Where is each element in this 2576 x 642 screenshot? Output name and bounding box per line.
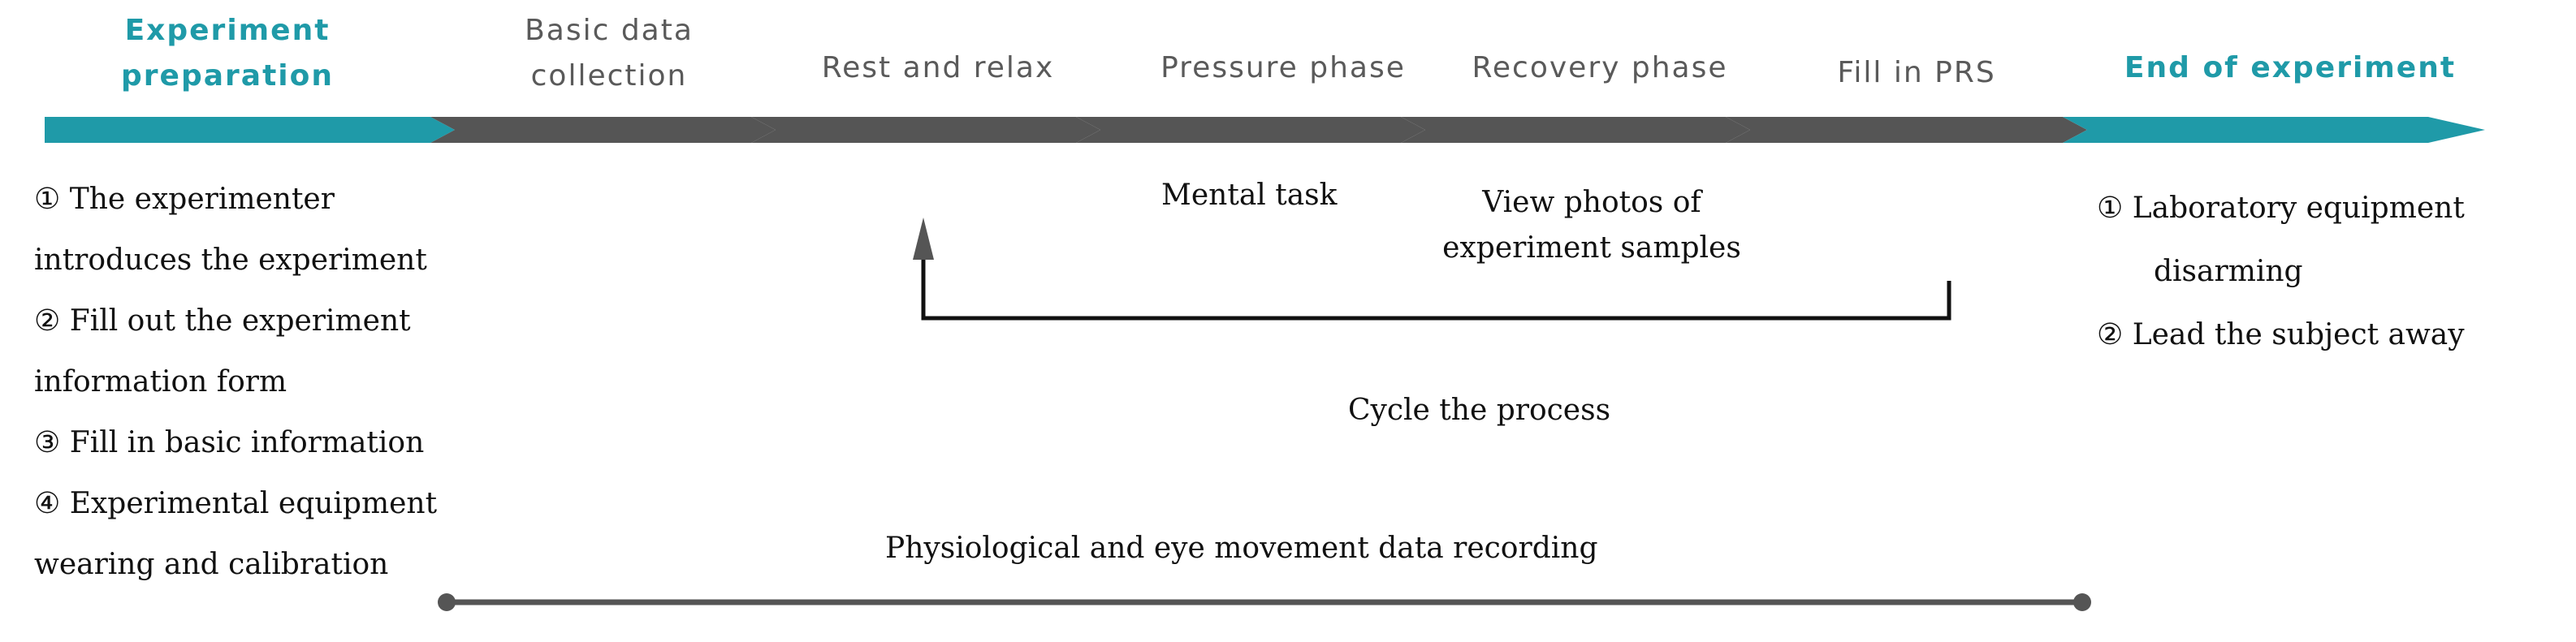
stage-label-line1: Basic data [525, 14, 694, 47]
list-item: ② Fill out the experiment [34, 304, 411, 338]
list-item: disarming [2154, 255, 2303, 288]
arrow-pressure-phase [1076, 117, 1425, 143]
pressure-phase-detail: Mental task [1161, 179, 1338, 212]
list-item: ④ Experimental equipment [34, 487, 438, 520]
stage-fill-in-prs: Fill in PRS [1795, 50, 2038, 96]
stage-pressure-phase: Pressure phase [1137, 45, 1429, 91]
arrow-fill-in-prs [1726, 117, 2087, 143]
list-item: ① The experimenter [34, 183, 335, 216]
stage-label-line1: Experiment [124, 14, 331, 47]
arrow-recovery-phase [1401, 117, 1750, 143]
stage-label-line2: collection [530, 59, 688, 93]
cycle-arrowhead [913, 218, 934, 260]
stage-label: Recovery phase [1472, 51, 1728, 84]
arrow-experiment-preparation [45, 117, 455, 143]
list-item: wearing and calibration [34, 548, 389, 581]
stage-label-line2: preparation [121, 59, 334, 93]
recovery-phase-detail: View photos of experiment samples [1421, 180, 1762, 271]
list-item: introduces the experiment [34, 243, 427, 277]
stage-experiment-preparation: Experiment preparation [114, 8, 341, 99]
arrow-basic-data-collection [430, 117, 776, 143]
stage-label: Fill in PRS [1837, 56, 1996, 89]
arrow-rest-and-relax [751, 117, 1100, 143]
end-steps-list: ① Laboratory equipment disarming ② Lead … [2097, 177, 2465, 367]
stage-label: End of experiment [2124, 51, 2457, 84]
arrow-end-of-experiment [2063, 117, 2485, 143]
timeline-end-marker [2073, 593, 2091, 611]
recovery-detail-line1: View photos of [1482, 186, 1701, 219]
list-item: ② Lead the subject away [2097, 318, 2465, 351]
stage-end-of-experiment: End of experiment [2111, 45, 2469, 91]
cycle-loop-line [921, 258, 1951, 321]
stage-label: Pressure phase [1160, 51, 1406, 84]
list-item: ③ Fill in basic information [34, 426, 425, 459]
stage-basic-data-collection: Basic data collection [504, 8, 715, 99]
list-item: information form [34, 365, 287, 399]
stage-rest-and-relax: Rest and relax [800, 45, 1076, 91]
cycle-label: Cycle the process [1348, 394, 1611, 427]
stage-recovery-phase: Recovery phase [1454, 45, 1746, 91]
recording-label: Physiological and eye movement data reco… [885, 532, 1598, 565]
recovery-detail-line2: experiment samples [1442, 231, 1741, 265]
list-item: ① Laboratory equipment [2097, 192, 2465, 225]
preparation-steps-list: ① The experimenter introduces the experi… [34, 169, 437, 595]
stage-label: Rest and relax [821, 51, 1055, 84]
timeline-start-marker [438, 593, 456, 611]
